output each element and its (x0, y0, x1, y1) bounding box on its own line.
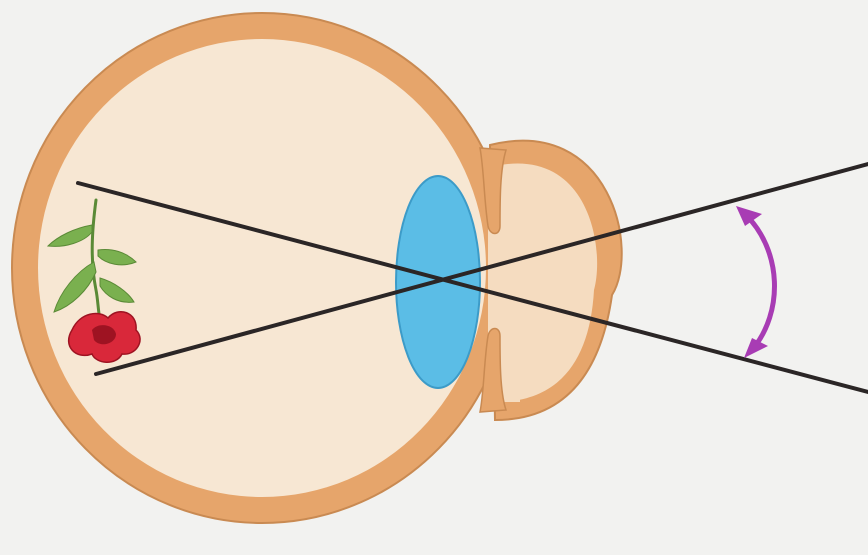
eye-diagram-svg (0, 0, 868, 555)
eye-diagram (0, 0, 868, 555)
